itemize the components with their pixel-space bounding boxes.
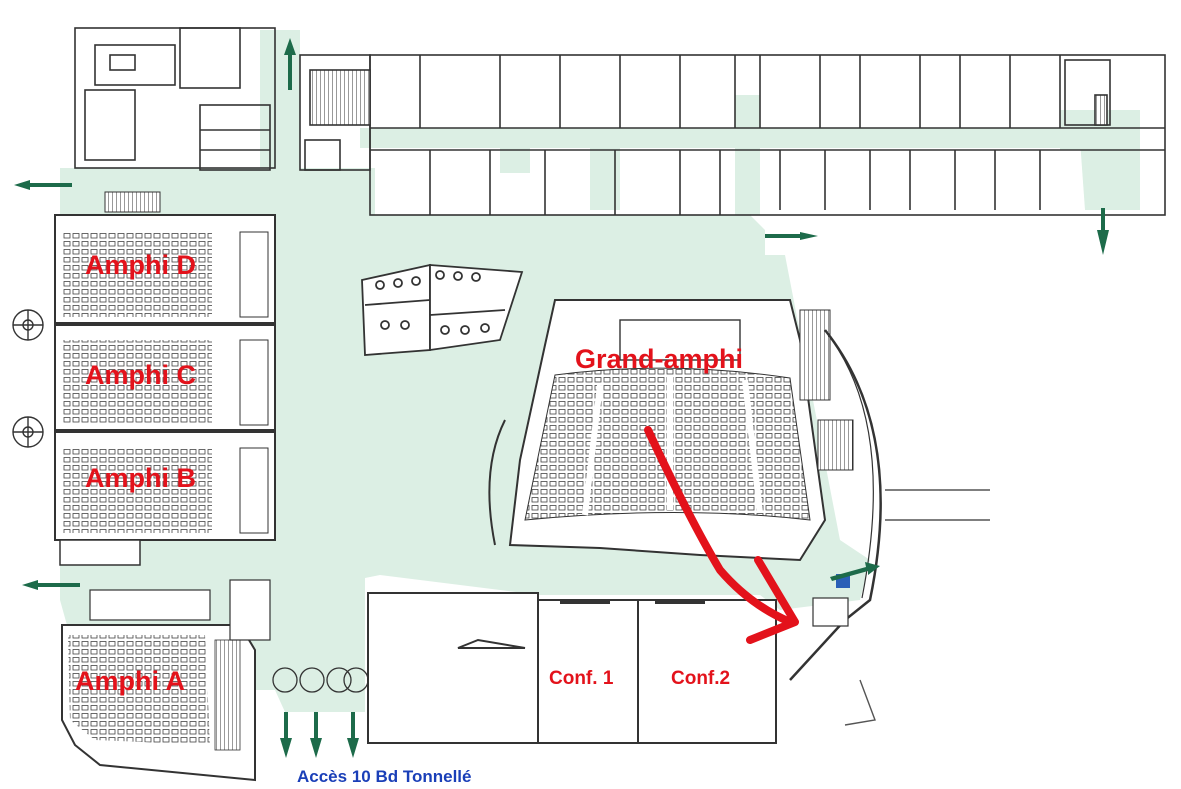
service-block bbox=[74, 27, 371, 171]
amphi-c-label: Amphi C bbox=[85, 360, 196, 390]
entrance-doors bbox=[272, 667, 369, 693]
amphi-a-room bbox=[61, 579, 271, 782]
route-arrow-icon bbox=[644, 426, 799, 644]
conf-2-label: Conf.2 bbox=[671, 668, 731, 689]
amphi-a-label: Amphi A bbox=[75, 666, 185, 696]
grand-amphi-label: Grand-amphi bbox=[575, 344, 744, 374]
amphi-b-label: Amphi B bbox=[85, 463, 196, 493]
conference-rooms bbox=[367, 592, 777, 744]
grand-amphi-room bbox=[488, 299, 990, 726]
exit-arrow-icon bbox=[14, 38, 1109, 758]
conf-1-label: Conf. 1 bbox=[549, 668, 614, 689]
restroom-block bbox=[361, 263, 524, 356]
amphi-d-room bbox=[54, 191, 276, 324]
access-address-label: Accès 10 Bd Tonnellé bbox=[297, 767, 472, 786]
amphi-b-room bbox=[54, 431, 276, 566]
amphi-d-label: Amphi D bbox=[85, 250, 196, 280]
amphi-c-room bbox=[54, 324, 276, 431]
